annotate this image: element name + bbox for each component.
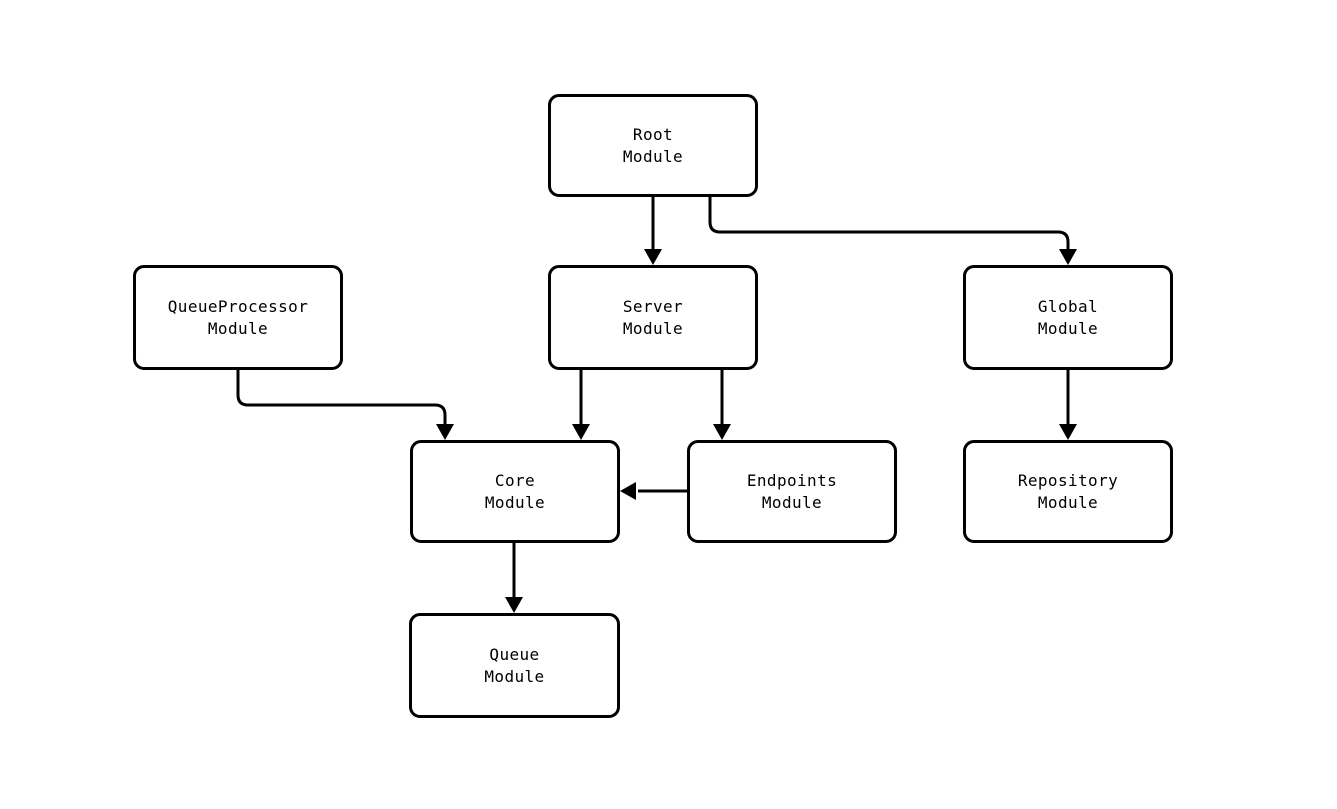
edge-endpoints-to-core	[620, 482, 687, 500]
edge-server-to-core	[572, 370, 590, 440]
edge-server-to-endpoints-arrowhead-icon	[713, 424, 731, 440]
queueprocessor-module-subtitle: Module	[207, 318, 269, 338]
server-module-subtitle: Module	[622, 318, 684, 338]
edge-server-to-endpoints	[713, 370, 731, 440]
edge-queueprocessor-to-core-line	[236, 370, 447, 425]
edge-queueprocessor-to-core	[236, 370, 454, 440]
global-module-subtitle: Module	[1037, 318, 1099, 338]
edge-root-to-server	[644, 197, 662, 265]
edge-root-to-server-arrowhead-icon	[644, 249, 662, 265]
edge-endpoints-to-core-arrowhead-icon	[620, 482, 636, 500]
edge-core-to-queue	[505, 543, 523, 613]
repository-module-subtitle: Module	[1037, 492, 1099, 512]
edge-global-to-repository	[1059, 370, 1077, 440]
edge-server-to-core-arrowhead-icon	[572, 424, 590, 440]
queue-module-subtitle: Module	[484, 666, 545, 686]
repository-module-title: Repository	[1017, 470, 1119, 490]
edge-global-to-repository-arrowhead-icon	[1059, 424, 1077, 440]
endpoints-module-title: Endpoints	[746, 470, 838, 490]
endpoints-module-subtitle: Module	[761, 492, 823, 512]
core-module-subtitle: Module	[484, 492, 546, 512]
queueprocessor-module-title: QueueProcessor	[167, 296, 309, 316]
core-module-title: Core	[494, 470, 536, 490]
edge-root-to-global-arrowhead-icon	[1059, 249, 1077, 265]
root-module-subtitle: Module	[622, 146, 684, 166]
edge-root-to-global-line	[708, 197, 1070, 250]
edge-core-to-queue-arrowhead-icon	[505, 597, 523, 613]
root-module-title: Root	[632, 124, 674, 144]
global-module-title: Global	[1037, 296, 1099, 316]
queue-module-title: Queue	[489, 644, 540, 664]
edge-queueprocessor-to-core-arrowhead-icon	[436, 424, 454, 440]
edge-root-to-global	[708, 197, 1077, 265]
server-module-title: Server	[622, 296, 684, 316]
